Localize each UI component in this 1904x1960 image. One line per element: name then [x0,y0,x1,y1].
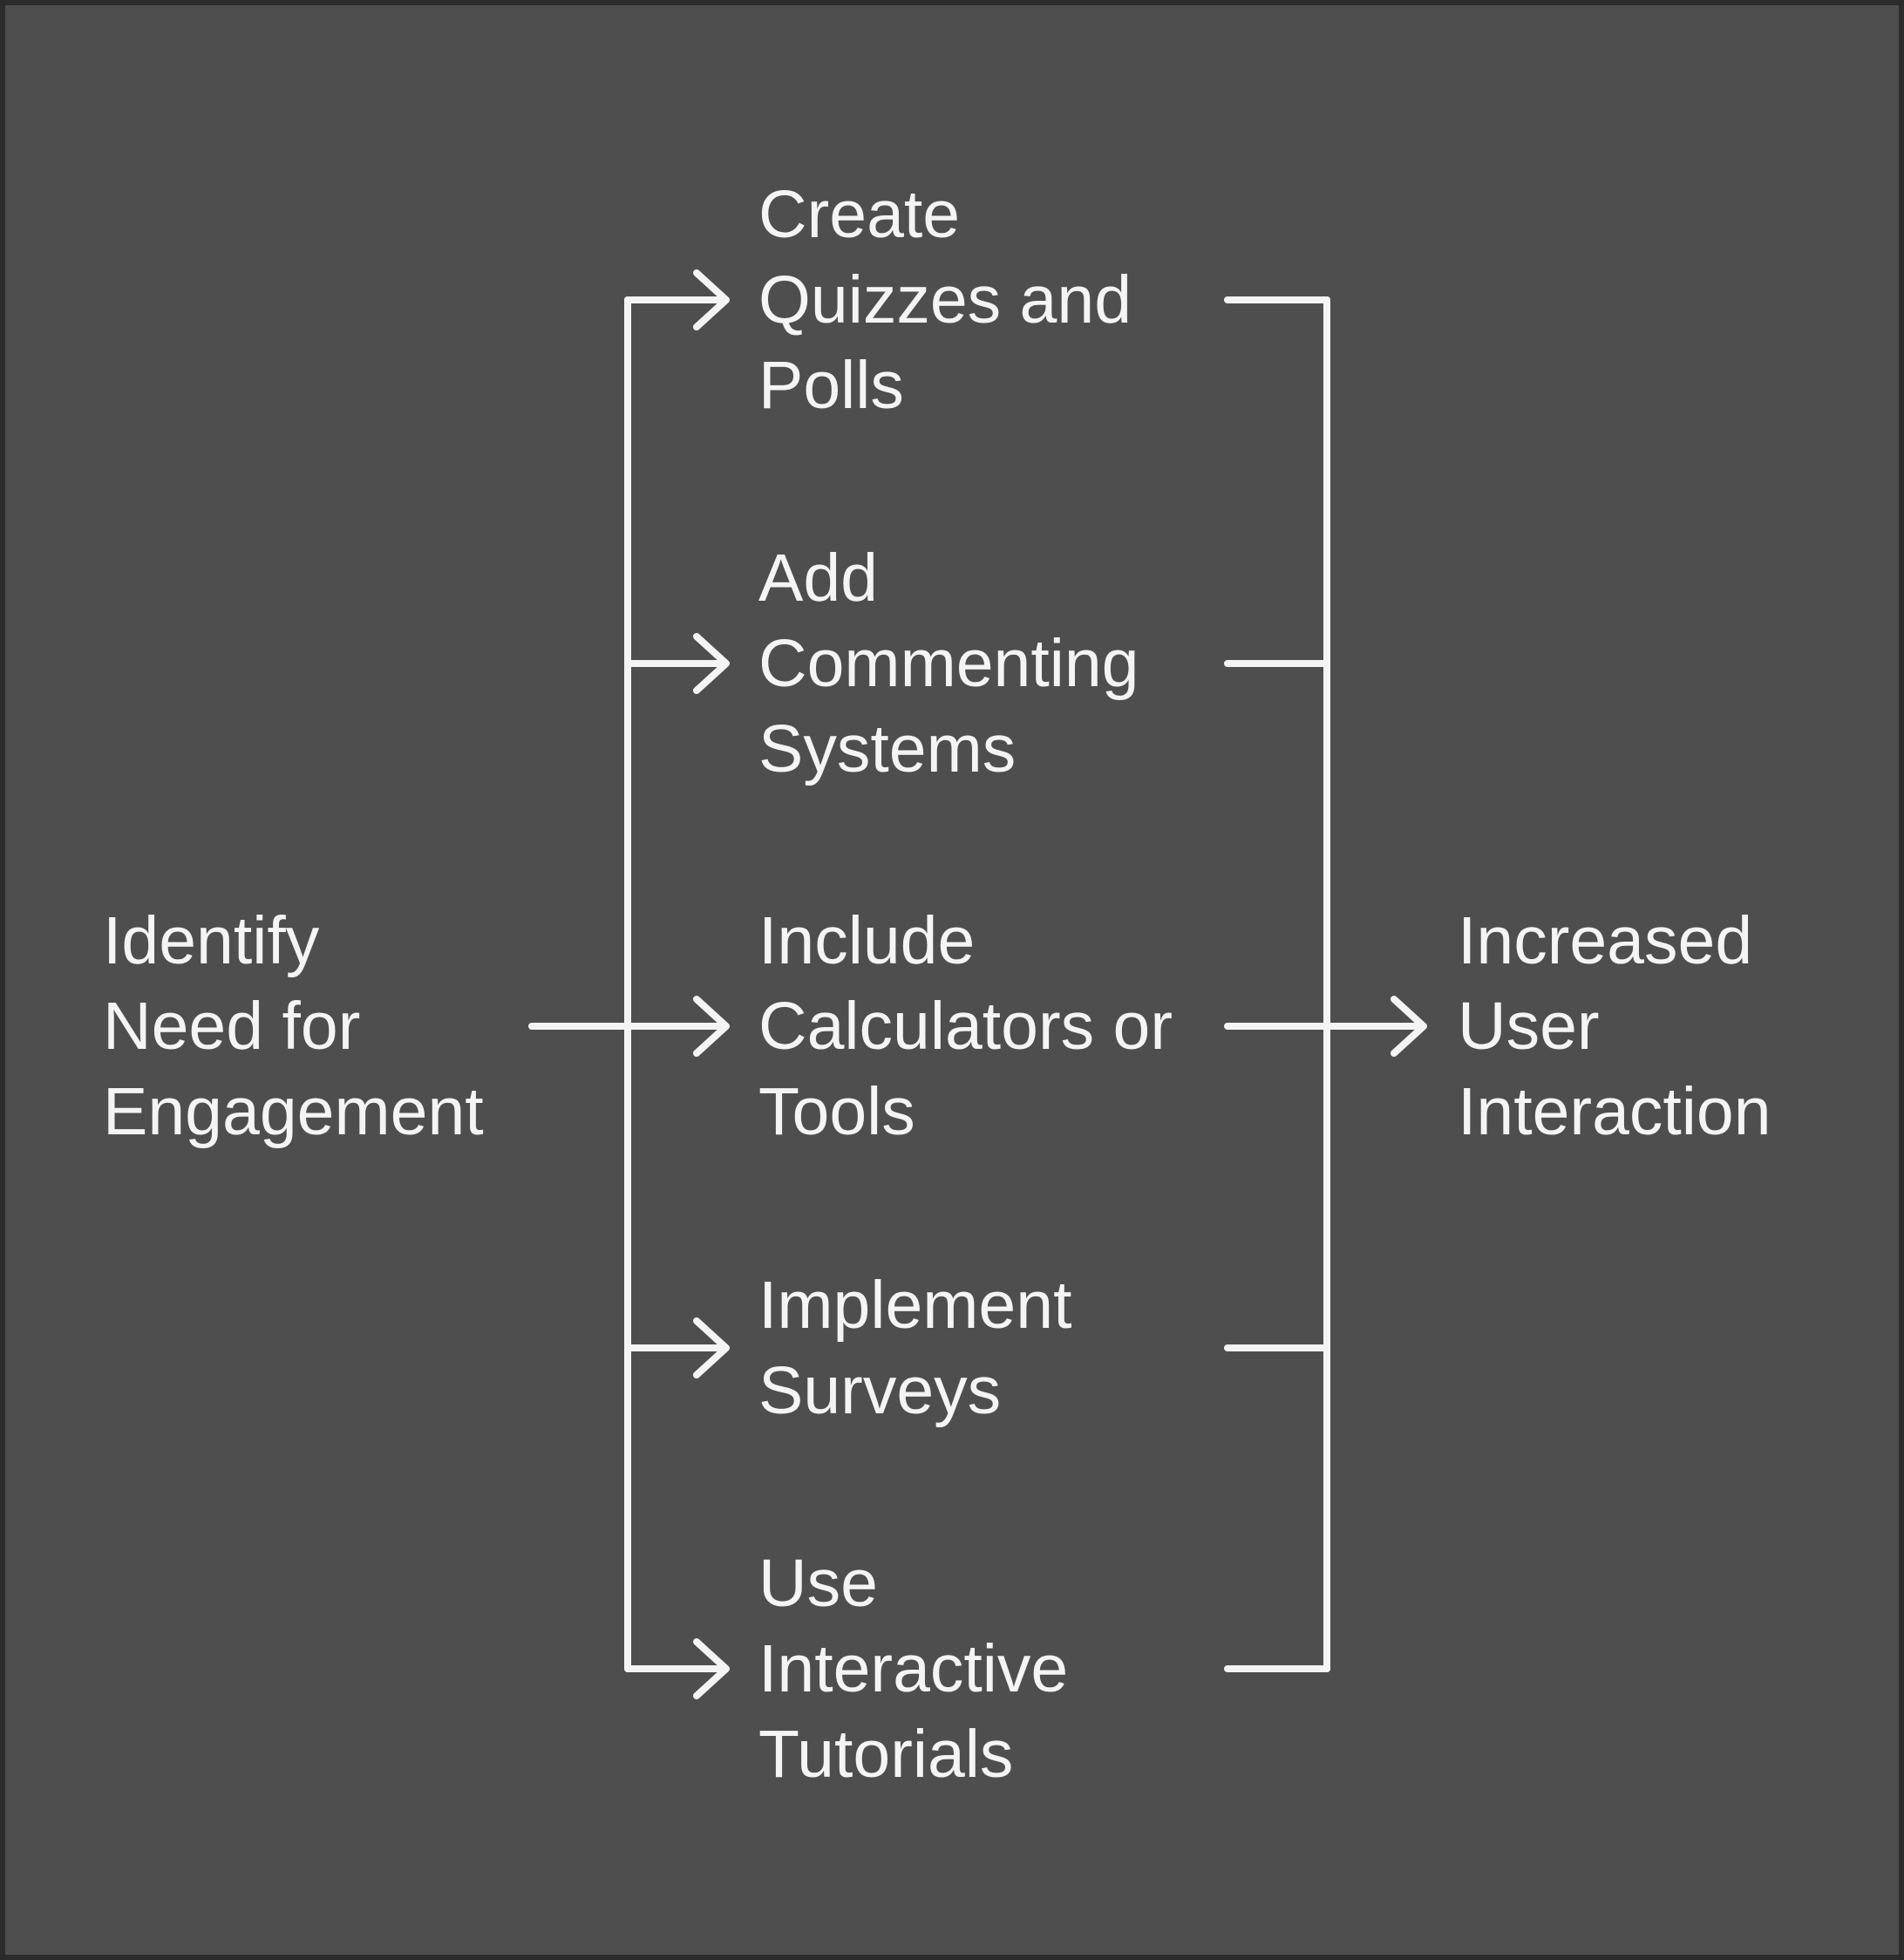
connector-wires [528,269,1427,1699]
arrowhead-branch-2-icon [693,633,730,694]
branch-node-label-3: Include Calculators or Tools [758,903,1173,1149]
arrowhead-branch-4-icon [693,1317,730,1378]
arrowhead-sink-icon [1391,996,1427,1057]
arrowhead-branch-1-icon [693,269,730,330]
sink-node-label: Increased User Interaction [1458,903,1771,1149]
branch-node-label-1: Create Quizzes and Polls [758,177,1132,423]
branch-node-label-2: Add Commenting Systems [758,541,1139,786]
branch-node-label-4: Implement Surveys [758,1268,1072,1428]
source-node-label: Identify Need for Engagement [103,903,484,1149]
arrowhead-branch-5-icon [693,1638,730,1699]
arrowhead-branch-3-icon [693,996,730,1057]
branch-node-label-5: Use Interactive Tutorials [758,1546,1069,1792]
